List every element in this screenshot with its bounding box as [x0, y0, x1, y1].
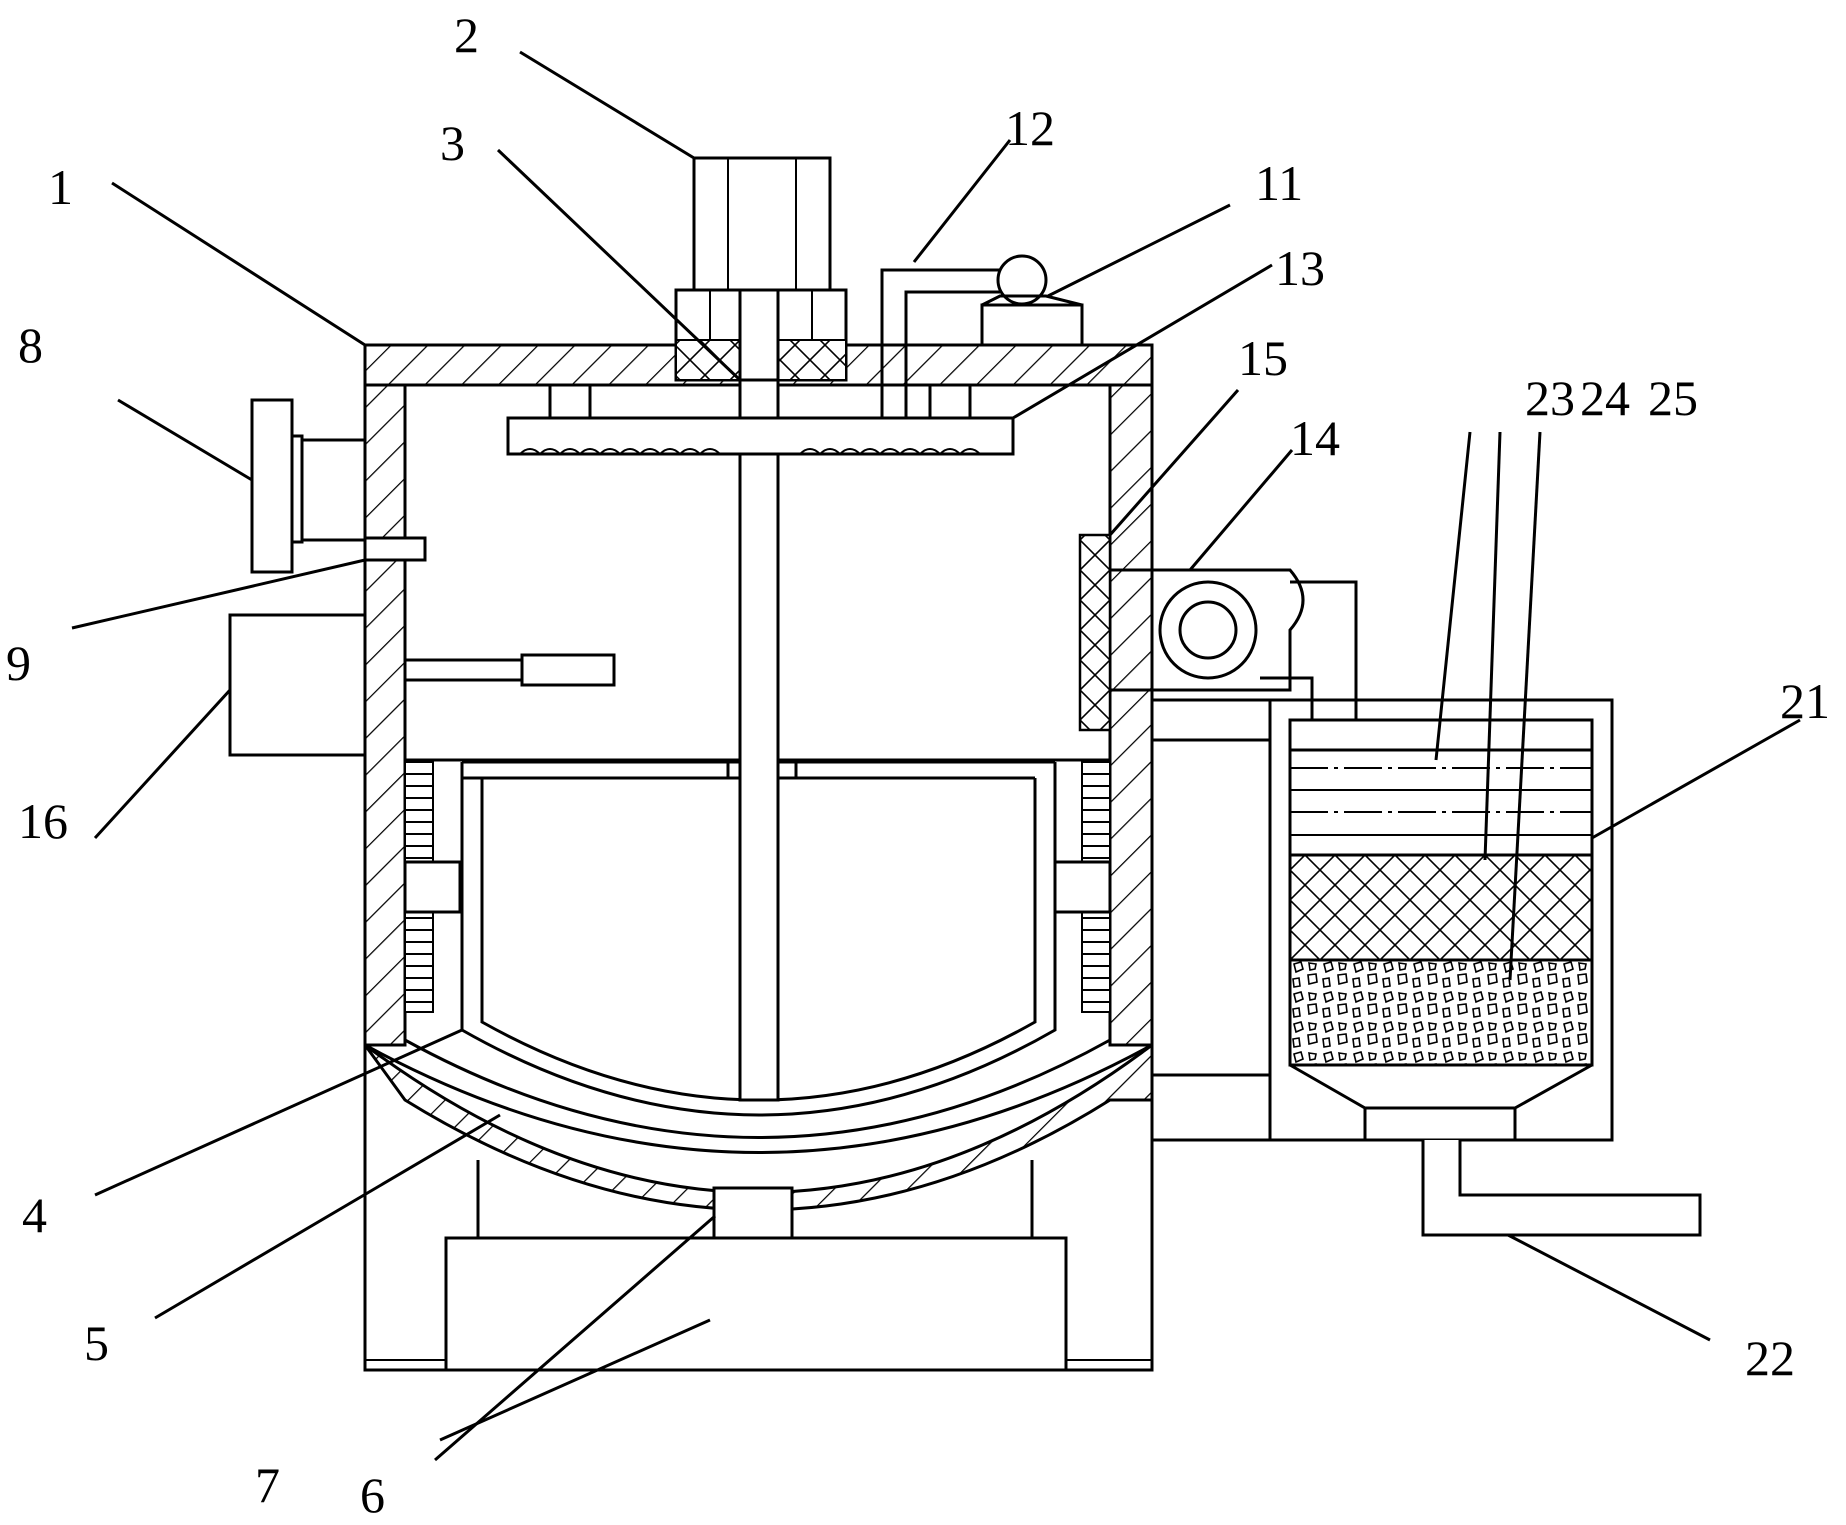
part-labels: 1 2 3 12 11 13 15 14 23 24 25 21 22 8 9 …	[6, 7, 1830, 1523]
side-bearings	[403, 761, 1112, 1013]
label-11: 11	[1255, 155, 1303, 211]
spray-plate	[506, 383, 1015, 456]
label-24: 24	[1580, 370, 1630, 426]
label-5: 5	[84, 1315, 109, 1371]
leader-lines	[71, 50, 1801, 1462]
label-1: 1	[48, 159, 73, 215]
label-8: 8	[18, 317, 43, 373]
label-14: 14	[1290, 410, 1340, 466]
label-9: 9	[6, 635, 31, 691]
label-12: 12	[1005, 100, 1055, 156]
label-23: 23	[1525, 370, 1575, 426]
label-2: 2	[454, 7, 479, 63]
label-21: 21	[1780, 673, 1830, 729]
base-support	[444, 1160, 1068, 1372]
filter-tank	[1150, 698, 1702, 1237]
label-6: 6	[360, 1467, 385, 1523]
jacket-gap	[404, 1038, 1111, 1139]
label-16: 16	[18, 793, 68, 849]
label-7: 7	[255, 1457, 280, 1513]
pump-assembly	[880, 254, 1084, 418]
label-22: 22	[1745, 1330, 1795, 1386]
level-sensor	[405, 653, 616, 687]
label-25: 25	[1648, 370, 1698, 426]
label-3: 3	[440, 115, 465, 171]
label-15: 15	[1238, 330, 1288, 386]
exhaust-fan	[1078, 533, 1358, 732]
valve	[250, 398, 427, 574]
control-box	[228, 613, 367, 757]
label-4: 4	[22, 1187, 47, 1243]
label-13: 13	[1275, 240, 1325, 296]
